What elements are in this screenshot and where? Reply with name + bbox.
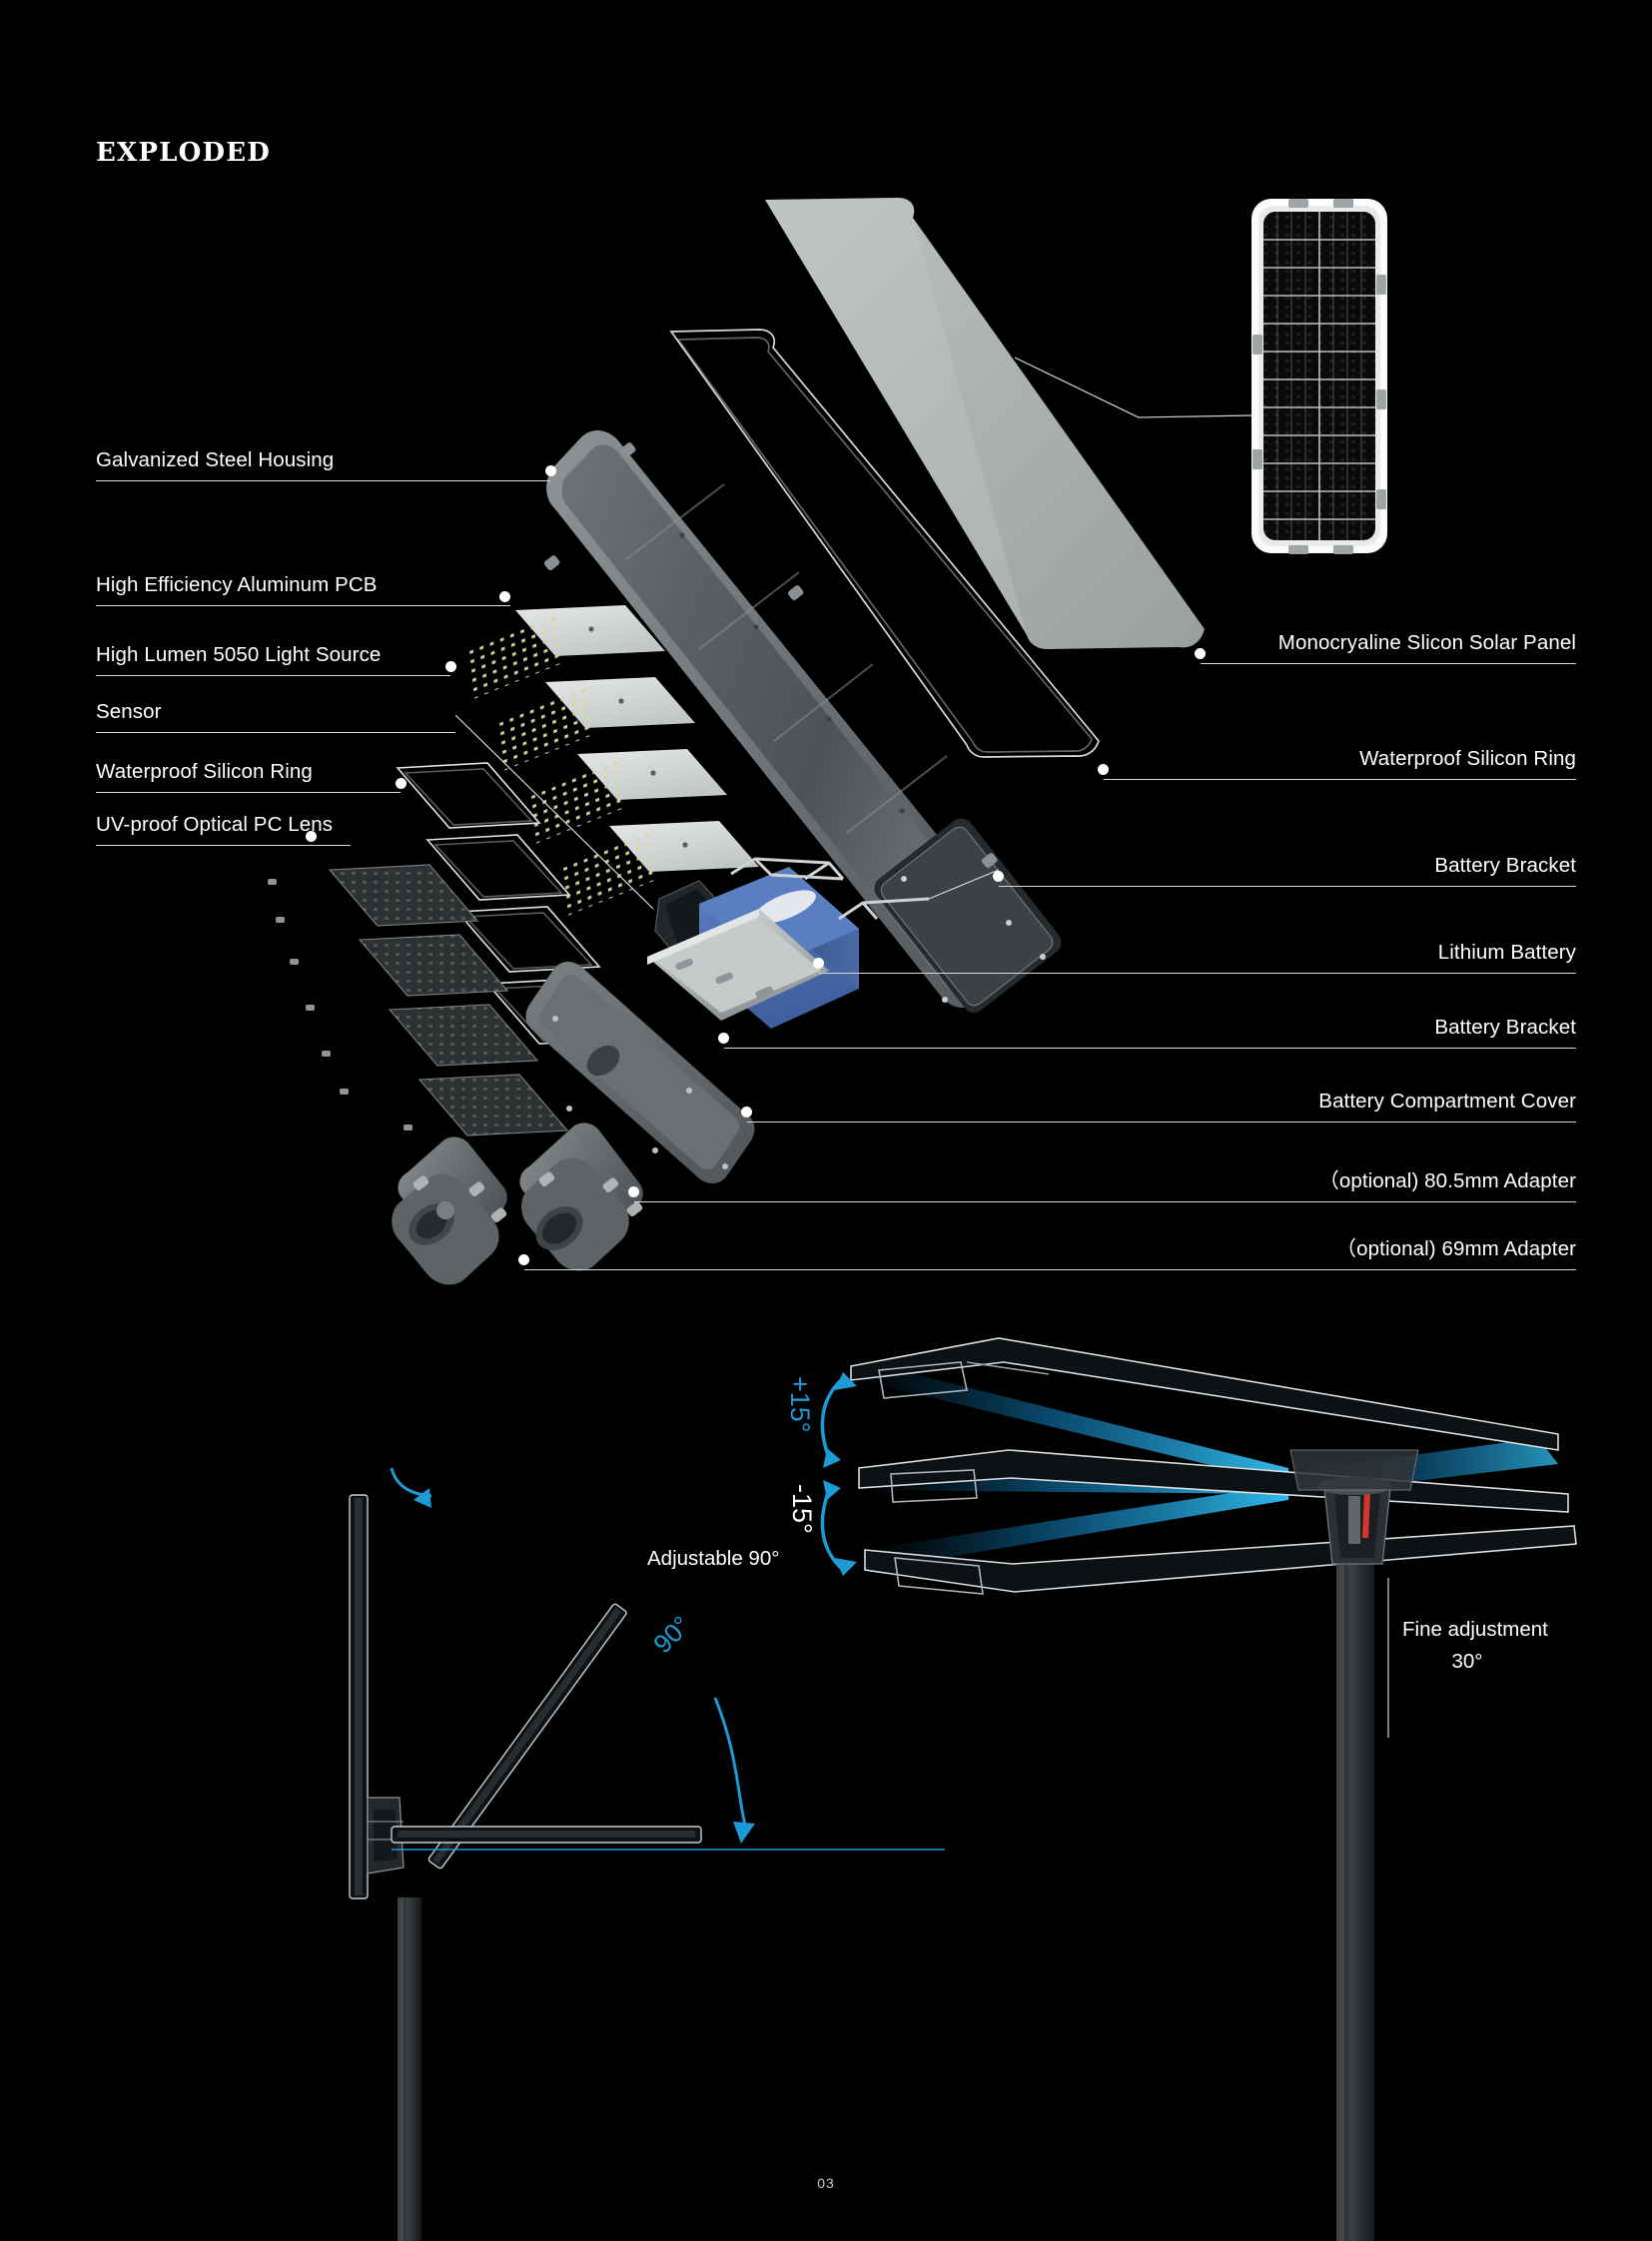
tilt-down-label: -15° <box>787 1484 817 1534</box>
sensor-module <box>654 880 724 958</box>
callout-rule <box>96 605 510 606</box>
callout-dot <box>993 871 1004 882</box>
adjustable-90-value: 90° <box>647 1610 697 1660</box>
callout-dot <box>1195 648 1206 659</box>
callout-adapter-80-5mm: （optional) 80.5mm Adapter <box>1318 1169 1576 1192</box>
callout-uv-proof-optical-pc-lens: UV-proof Optical PC Lens <box>96 813 334 836</box>
callout-rule <box>96 480 550 481</box>
callout-rule <box>96 732 455 733</box>
callout-rule <box>819 973 1576 974</box>
silicon-ring-gaskets <box>396 762 631 1045</box>
callout-dot <box>813 958 824 969</box>
callout-rule <box>96 845 351 846</box>
adapter-80mm <box>519 1122 643 1271</box>
callout-waterproof-silicon-ring-right: Waterproof Silicon Ring <box>1359 747 1576 770</box>
callout-dot <box>628 1186 639 1197</box>
tilt-arrowheads <box>823 1372 857 1576</box>
callout-dot <box>518 1254 529 1265</box>
callout-battery-bracket-lower: Battery Bracket <box>1434 1016 1576 1039</box>
lithium-battery <box>699 867 859 1029</box>
callout-battery-compartment-cover: Battery Compartment Cover <box>1318 1090 1576 1113</box>
callout-dot <box>445 661 456 672</box>
callout-rule <box>1201 663 1576 664</box>
solar-panel-angled <box>765 198 1205 649</box>
callout-rule <box>724 1048 1576 1049</box>
callout-dot <box>545 465 556 476</box>
callout-rule <box>634 1201 1576 1202</box>
callout-galvanized-steel-housing: Galvanized Steel Housing <box>96 448 335 471</box>
fine-adjustment-value: 30° <box>1451 1650 1483 1673</box>
callout-rule <box>999 886 1576 887</box>
callout-dot <box>741 1107 752 1118</box>
callout-waterproof-silicon-ring-left: Waterproof Silicon Ring <box>96 760 313 783</box>
callout-sensor: Sensor <box>96 700 162 723</box>
callout-dot <box>306 831 317 842</box>
galvanized-steel-housing <box>544 430 1062 1014</box>
light-beams <box>851 1360 1558 1570</box>
mounting-pole-right <box>1289 1449 1419 2241</box>
callout-battery-bracket-upper: Battery Bracket <box>1434 854 1576 877</box>
callout-high-lumen-5050-light-source: High Lumen 5050 Light Source <box>96 643 382 666</box>
tilt-arrows <box>820 1376 845 1572</box>
callout-lithium-battery: Lithium Battery <box>1437 941 1576 964</box>
callout-dot <box>718 1033 729 1044</box>
battery-compartment-cover <box>525 961 755 1184</box>
leader-lines <box>454 357 1252 910</box>
callout-monocrystalline-silicon-solar-panel: Monocryaline Slicon Solar Panel <box>1277 631 1576 654</box>
callout-rule <box>96 675 450 676</box>
callout-rule <box>96 792 401 793</box>
aluminum-pcb-strips <box>515 605 759 872</box>
elevation-left <box>349 1467 945 2241</box>
adapter-69mm <box>392 1136 507 1285</box>
callout-rule <box>747 1121 1576 1122</box>
led-light-source-arrays <box>468 615 658 916</box>
battery-bracket-lower <box>647 909 829 1021</box>
waterproof-silicon-ring-outline <box>669 329 1100 758</box>
optical-pc-lens-plates <box>268 864 569 1152</box>
battery-bracket-upper <box>730 857 930 921</box>
luminaire-tilt-positions <box>850 1337 1577 1595</box>
solar-module-front <box>1251 199 1387 554</box>
adjustable-90-label: Adjustable 90° <box>647 1547 780 1570</box>
fine-adjustment-label: Fine adjustment <box>1402 1618 1548 1641</box>
page-title: EXPLODED <box>96 138 271 168</box>
callout-dot <box>499 591 510 602</box>
callout-rule <box>1104 779 1576 780</box>
callout-high-efficiency-aluminum-pcb: High Efficiency Aluminum PCB <box>96 573 378 596</box>
callout-rule <box>524 1269 1576 1270</box>
callout-dot <box>1098 764 1109 775</box>
callout-dot <box>396 778 407 789</box>
callout-adapter-69mm: （optional) 69mm Adapter <box>1335 1237 1576 1260</box>
tilt-up-label: +15° <box>785 1376 815 1433</box>
page-number: 03 <box>817 2175 835 2191</box>
